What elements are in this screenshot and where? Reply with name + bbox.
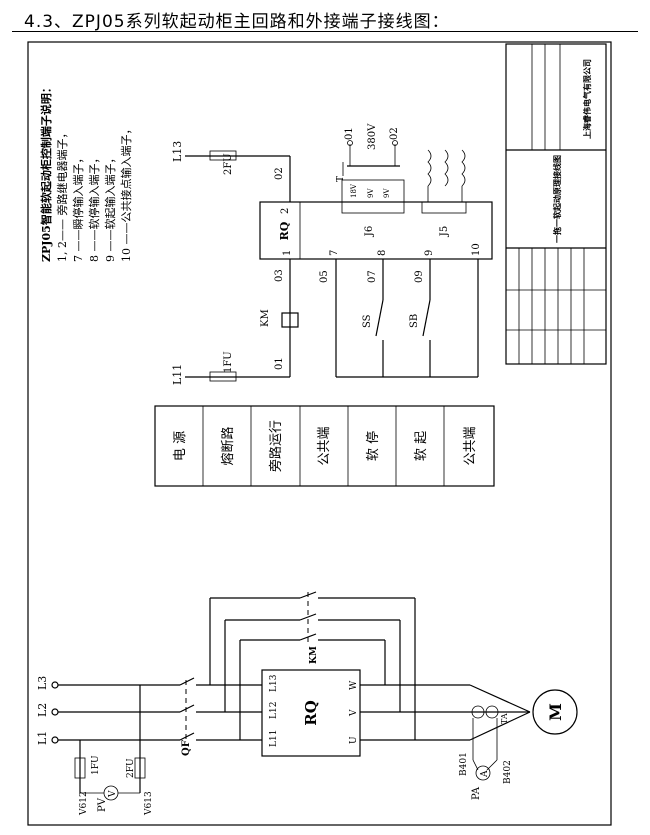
phase-l1: L1 xyxy=(36,731,49,745)
j5-coils xyxy=(427,149,466,202)
fuse-1fu-control xyxy=(209,371,237,382)
b402-label: B402 xyxy=(503,760,513,784)
notes-line-3: 8 ——软停输入端子， xyxy=(87,153,101,263)
header-rule xyxy=(12,31,638,32)
legend-cell-6: 软 起 xyxy=(414,431,429,461)
main-circuit: L3 L2 L1 QF RQ L13 L12 L11 W V U M xyxy=(36,591,578,816)
tap-02: 02 xyxy=(389,127,400,140)
tap-9v-a: 9V xyxy=(367,188,375,198)
control-notes: ZPJ05智能软起动柜控制端子说明： 1, 2—— 旁路继电器端子， 7 ——瞬… xyxy=(39,82,133,262)
wire-l11: L11 xyxy=(171,364,184,385)
j6-label: J6 xyxy=(364,226,375,237)
rq-main-label: RQ xyxy=(302,700,320,726)
j5-label: J5 xyxy=(439,226,450,237)
ta-ct-2 xyxy=(485,705,499,719)
phase-l3: L3 xyxy=(36,676,49,690)
wire-05: 05 xyxy=(319,270,330,283)
sheet-border xyxy=(27,41,612,826)
pv-meter-letter: V xyxy=(108,790,118,798)
ta-ct-1 xyxy=(471,705,485,719)
qf-label: QF xyxy=(181,740,192,756)
motor xyxy=(532,689,578,735)
wire-l13: L13 xyxy=(171,141,184,162)
pin-9: 9 xyxy=(424,250,435,256)
switch-sb xyxy=(422,299,431,337)
control-circuit: RQ J6 J5 2 1 7 8 9 10 T 18V 9V 9V 01 02 … xyxy=(171,123,493,385)
pin-7: 7 xyxy=(329,250,340,256)
title-block: 上海睿伟电气有限公司 一拖一软起动原理接线图 xyxy=(505,43,607,365)
rq-in-l13: L13 xyxy=(269,674,279,692)
v613-label: V613 xyxy=(144,791,154,816)
legend-cell-3: 旁路运行 xyxy=(268,420,284,472)
legend-cell-5: 软 停 xyxy=(365,431,381,461)
wire-01: 01 xyxy=(274,357,285,370)
b401-label: B401 xyxy=(459,752,469,776)
fuse-2fu-label: 2FU xyxy=(126,758,136,778)
tap-9v-b: 9V xyxy=(383,188,391,198)
pin-1: 1 xyxy=(282,250,293,256)
legend-cell-4: 公共端 xyxy=(317,426,332,465)
pa-meter-letter: A xyxy=(480,770,490,778)
rq-main-box xyxy=(261,669,361,757)
notes-line-1: 1, 2—— 旁路继电器端子， xyxy=(55,128,69,263)
ta-label: TA xyxy=(500,713,509,724)
wire-1fu: 1FU xyxy=(223,351,234,373)
pin-10: 10 xyxy=(471,243,482,256)
wire-km: KM xyxy=(260,309,271,327)
tap-01: 01 xyxy=(344,127,355,140)
km-coil xyxy=(281,312,299,328)
drawing-name: 一拖一软起动原理接线图 xyxy=(552,155,562,243)
rq-in-l11: L11 xyxy=(269,730,279,747)
notes-line-4: 9 ——软起输入端子， xyxy=(103,153,117,263)
t-label: T xyxy=(336,176,346,182)
pa-label: PA xyxy=(471,786,482,800)
motor-label: M xyxy=(546,703,565,721)
terminal-legend: 电 源 熔断路 旁路运行 公共端 软 停 软 起 公共端 xyxy=(154,405,495,487)
phase-l2: L2 xyxy=(36,703,49,717)
rq-out-v: V xyxy=(349,709,359,717)
fuse-1fu-label: 1FU xyxy=(91,755,101,775)
rq-control-box xyxy=(259,201,493,260)
switch-ss-label: SS xyxy=(362,314,373,328)
km-main-label: KM xyxy=(309,646,319,664)
v380-label: 380V xyxy=(367,123,378,150)
v612-label: V612 xyxy=(79,791,89,816)
notes-title: ZPJ05智能软起动柜控制端子说明： xyxy=(39,82,53,262)
notes-line-2: 7 ——瞬停输入端子， xyxy=(71,153,85,263)
wire-02: 02 xyxy=(274,167,285,180)
fuse-2fu-main xyxy=(134,757,146,779)
page-header: 4.3、ZPJ05系列软起动柜主回路和外接端子接线图： xyxy=(12,4,638,34)
page-title: 4.3、ZPJ05系列软起动柜主回路和外接端子接线图： xyxy=(24,12,450,32)
rq-in-l12: L12 xyxy=(269,702,279,719)
pin-2: 2 xyxy=(280,208,291,214)
rq-out-u: U xyxy=(349,736,359,744)
wire-03: 03 xyxy=(274,269,285,282)
legend-cell-2: 熔断路 xyxy=(220,426,236,465)
rq-control-label: RQ xyxy=(278,221,291,240)
company-name: 上海睿伟电气有限公司 xyxy=(582,59,592,139)
pv-label: PV xyxy=(97,797,108,812)
switch-sb-label: SB xyxy=(409,314,420,328)
legend-cell-7: 公共端 xyxy=(463,426,478,465)
wire-2fu: 2FU xyxy=(223,153,234,175)
wire-07: 07 xyxy=(367,270,378,283)
transformer-t xyxy=(341,179,405,203)
tap-18v: 18V xyxy=(350,183,358,198)
rq-out-w: W xyxy=(349,680,359,690)
fuse-1fu-main xyxy=(74,757,86,779)
legend-cell-1: 电 源 xyxy=(173,431,188,461)
fuse-2fu-control xyxy=(209,150,237,161)
pin-8: 8 xyxy=(377,250,388,256)
notes-line-5: 10 ——公共接点输入端子， xyxy=(119,124,133,263)
pv-meter xyxy=(103,785,119,801)
switch-ss xyxy=(375,299,384,337)
pa-meter xyxy=(475,765,491,781)
wire-09: 09 xyxy=(414,270,425,283)
